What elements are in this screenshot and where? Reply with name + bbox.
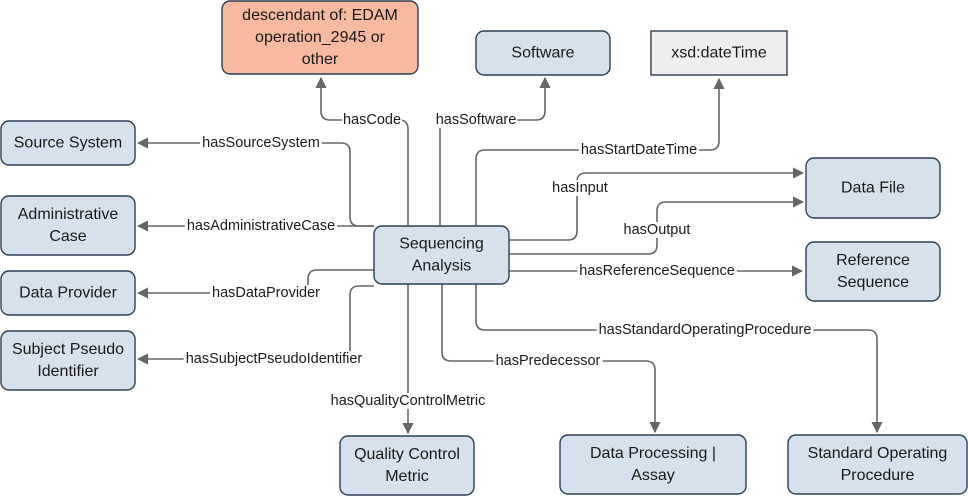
- edge-hasSoftware: [439, 76, 551, 226]
- edge-label-hasOutput: hasOutput: [621, 222, 693, 238]
- edge-label-background: [493, 353, 603, 369]
- node-box: [0, 195, 136, 256]
- edge-label-text: hasReferenceSequence: [579, 263, 735, 279]
- node-datetime: xsd:dateTime: [650, 30, 788, 76]
- edge-label-text: hasStartDateTime: [581, 142, 697, 158]
- edge-labels-layer: hasCode hasSoftware hasStartDateTime hasSou…: [183, 112, 814, 409]
- node-label-line: other: [302, 51, 339, 68]
- node-data-provider: Data Provider: [0, 270, 136, 316]
- edge-label-text: hasSourceSystem: [202, 135, 320, 151]
- node-label-line: Sequencing: [399, 236, 484, 253]
- edge-label-text: hasStandardOperatingProcedure: [599, 322, 812, 338]
- node-label-line: Procedure: [841, 467, 915, 484]
- edge-label-text: hasPredecessor: [496, 353, 601, 369]
- node-quality-control-metric: Quality ControlMetric: [339, 435, 475, 496]
- node-box: [339, 435, 475, 496]
- node-label-line: Reference: [836, 252, 910, 269]
- node-label-line: Identifier: [37, 363, 99, 380]
- node-label-line: Analysis: [412, 258, 472, 275]
- node-box: [787, 434, 968, 495]
- edge-label-hasStartDateTime: hasStartDateTime: [578, 142, 700, 158]
- node-source-system: Source System: [0, 120, 136, 166]
- edge-label-background: [434, 112, 518, 128]
- node-label-line: Assay: [631, 467, 675, 484]
- edge-label-hasStandardOperatingProcedure: hasStandardOperatingProcedure: [596, 322, 814, 338]
- edge-label-text: hasDataProvider: [212, 285, 320, 301]
- node-box: [805, 241, 941, 302]
- node-box: [0, 270, 136, 316]
- edge-label-background: [184, 218, 338, 234]
- edge-label-text: hasSubjectPseudoIdentifier: [186, 351, 363, 367]
- edge-label-background: [577, 263, 737, 279]
- edge-label-hasSourceSystem: hasSourceSystem: [200, 135, 322, 151]
- node-box: [475, 30, 611, 76]
- node-box: [650, 30, 788, 76]
- node-label-line: descendant of: EDAM: [242, 7, 398, 24]
- node-label-line: Quality Control: [354, 446, 460, 463]
- node-label-line: Sequence: [837, 274, 909, 291]
- node-label-line: Data Provider: [19, 285, 117, 302]
- edge-label-hasReferenceSequence: hasReferenceSequence: [577, 263, 737, 279]
- edge-hasInput: [509, 167, 805, 241]
- edge-label-hasAdministrativeCase: hasAdministrativeCase: [184, 218, 338, 234]
- edge-label-text: hasOutput: [624, 222, 691, 238]
- edge-label-hasSoftware: hasSoftware: [434, 112, 518, 128]
- node-label-line: operation_2945 or: [255, 29, 386, 46]
- edge-label-hasCode: hasCode: [341, 112, 403, 128]
- node-reference-sequence: ReferenceSequence: [805, 241, 941, 302]
- node-label-line: Data Processing |: [590, 445, 716, 462]
- edge-label-background: [183, 351, 365, 367]
- node-administrative-case: AdministrativeCase: [0, 195, 136, 256]
- edge-label-background: [200, 135, 322, 151]
- edge-label-hasSubjectPseudoIdentifier: hasSubjectPseudoIdentifier: [183, 351, 365, 367]
- node-box: [559, 434, 747, 495]
- edge-label-text: hasQualityControlMetric: [331, 393, 486, 409]
- node-label-line: Metric: [385, 468, 429, 485]
- edge-label-background: [341, 112, 403, 128]
- node-edam-code: descendant of: EDAM operation_2945 or othe…: [221, 0, 419, 75]
- node-standard-operating-procedure: Standard OperatingProcedure: [787, 434, 968, 495]
- node-label-line: xsd:dateTime: [671, 45, 767, 62]
- node-box: [373, 225, 510, 285]
- edge-label-text: hasSoftware: [436, 112, 517, 128]
- node-subject-pseudo-identifier: Subject PseudoIdentifier: [0, 330, 136, 391]
- edge-label-hasDataProvider: hasDataProvider: [210, 285, 323, 301]
- node-software: Software: [475, 30, 611, 76]
- node-label-line: Case: [49, 228, 86, 245]
- edge-hasCode: [315, 76, 409, 226]
- node-label-line: Standard Operating: [808, 445, 948, 462]
- node-box: [0, 120, 136, 166]
- edge-label-text: hasAdministrativeCase: [187, 218, 335, 234]
- node-label-line: Software: [511, 45, 574, 62]
- edge-label-background: [550, 180, 610, 196]
- node-label-line: Administrative: [18, 206, 119, 223]
- edge-hasSourceSystem: [136, 137, 374, 227]
- edge-label-hasPredecessor: hasPredecessor: [493, 353, 603, 369]
- edge-label-background: [210, 285, 323, 301]
- edge-label-hasQualityControlMetric: hasQualityControlMetric: [328, 393, 488, 409]
- edge-label-hasInput: hasInput: [550, 180, 610, 196]
- edge-label-background: [328, 393, 488, 409]
- node-label-line: Source System: [14, 135, 122, 152]
- node-box: [221, 0, 419, 75]
- edge-label-background: [596, 322, 814, 338]
- edge-label-background: [621, 222, 693, 238]
- node-data-processing-assay: Data Processing | Assay: [559, 434, 747, 495]
- node-label-line: Data File: [841, 180, 905, 197]
- edge-label-text: hasCode: [343, 112, 401, 128]
- edge-label-background: [578, 142, 700, 158]
- node-data-file: Data File: [805, 157, 941, 219]
- edge-label-text: hasInput: [552, 180, 608, 196]
- node-box: [805, 157, 941, 219]
- node-label-line: Subject Pseudo: [12, 341, 124, 358]
- node-box: [0, 330, 136, 391]
